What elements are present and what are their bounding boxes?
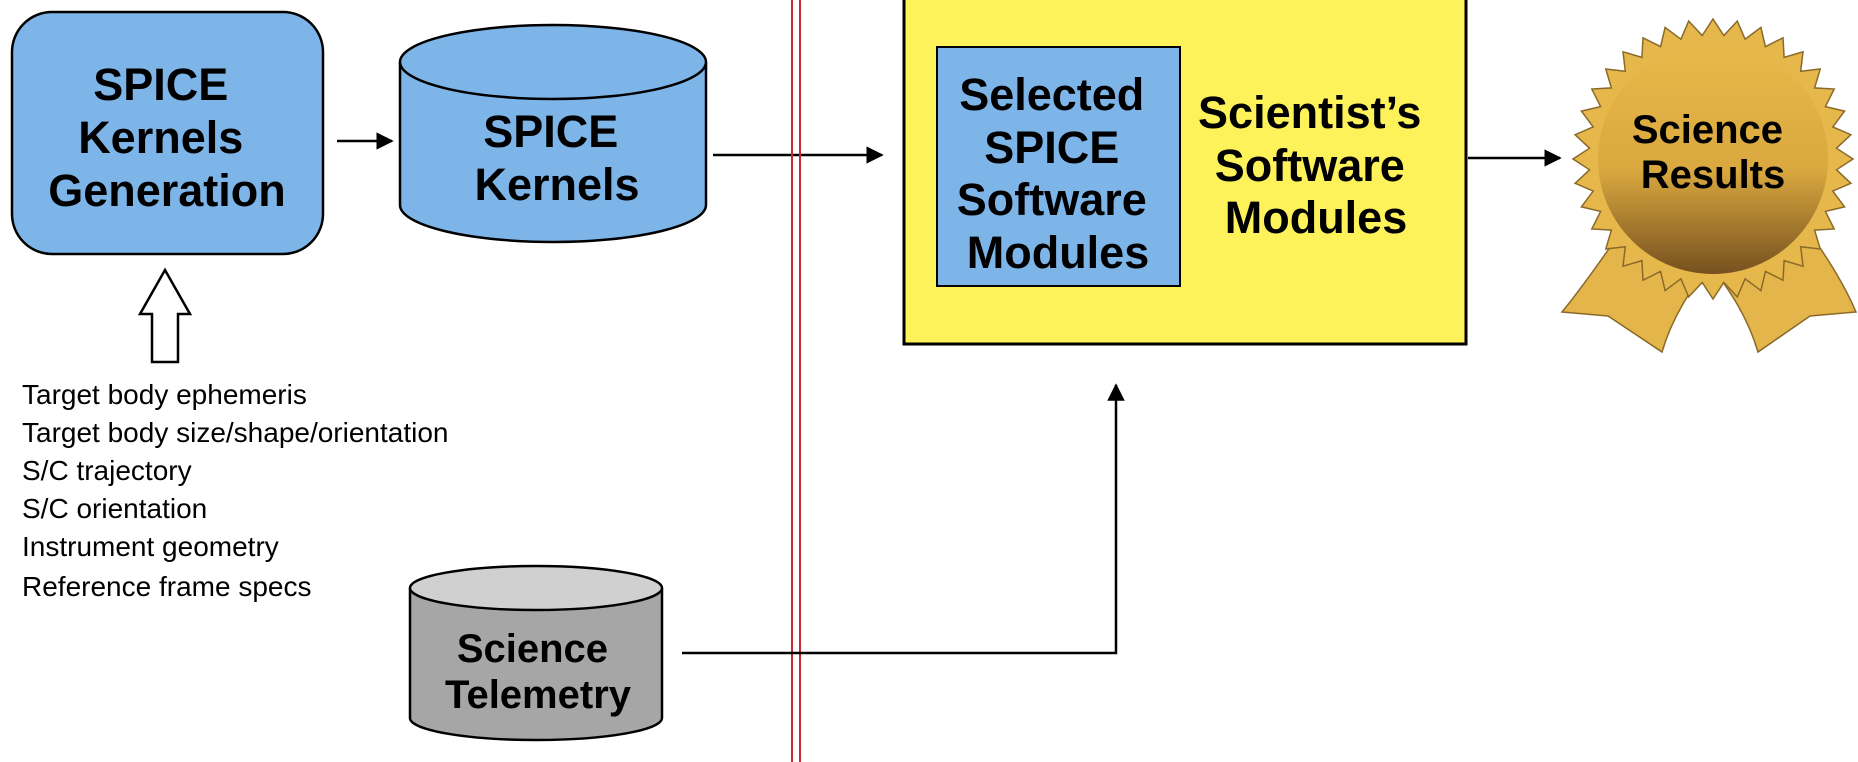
hollow-up-arrow — [137, 267, 193, 364]
kernels-generation-line-3: Generation — [48, 165, 286, 216]
kernel-inputs-list: Target body ephemeris Target body size/s… — [22, 379, 449, 602]
science-telemetry-line-2: Telemetry — [445, 673, 632, 717]
kernels-generation-box: SPICE Kernels Generation — [10, 10, 325, 256]
selected-modules-line-2: SPICE — [984, 122, 1119, 173]
spice-kernels-line-2: Kernels — [474, 159, 639, 210]
selected-modules-line-4: Modules — [967, 227, 1150, 278]
selected-spice-modules-box: Selected SPICE Software Modules — [936, 46, 1181, 287]
input-item: Reference frame specs — [22, 571, 311, 602]
science-telemetry-line-1: Science — [457, 627, 608, 671]
svg-text:Selected SPICE Sof: Selected SPICE Software Modules — [957, 69, 1160, 278]
divider-lines — [791, 0, 801, 762]
scientist-modules-line-3: Modules — [1225, 192, 1408, 243]
selected-modules-line-3: Software — [957, 174, 1147, 225]
kernels-generation-line-1: SPICE — [93, 59, 228, 110]
science-results-line-2: Results — [1641, 153, 1786, 197]
science-results-seal: Science Results — [1560, 17, 1858, 354]
scientist-modules-line-2: Software — [1215, 140, 1405, 191]
svg-text:SPICE Kernels: SPICE Kernels — [474, 106, 639, 210]
spice-kernels-line-1: SPICE — [483, 106, 618, 157]
svg-text:Scientist’s Software: Scientist’s Software Modules — [1198, 87, 1434, 243]
science-telemetry-cylinder: Science Telemetry — [408, 564, 664, 742]
input-item: Instrument geometry — [22, 531, 279, 562]
svg-text:Science Results: Science Results — [1632, 108, 1794, 197]
svg-text:Science Telemetry: Science Telemetry — [445, 627, 632, 717]
input-item: S/C orientation — [22, 493, 207, 524]
seal-center — [1598, 44, 1828, 274]
input-item: S/C trajectory — [22, 455, 192, 486]
kernels-generation-line-2: Kernels — [78, 112, 243, 163]
science-results-line-1: Science — [1632, 108, 1783, 152]
svg-text:SPICE Kernels Gene: SPICE Kernels Generation — [48, 59, 286, 216]
input-item: Target body ephemeris — [22, 379, 307, 410]
arrow-telemetry-to-software — [682, 383, 1125, 655]
selected-modules-line-1: Selected — [959, 69, 1144, 120]
spice-kernels-cylinder: SPICE Kernels — [398, 23, 708, 244]
scientist-modules-line-1: Scientist’s — [1198, 87, 1421, 138]
input-item: Target body size/shape/orientation — [22, 417, 449, 448]
